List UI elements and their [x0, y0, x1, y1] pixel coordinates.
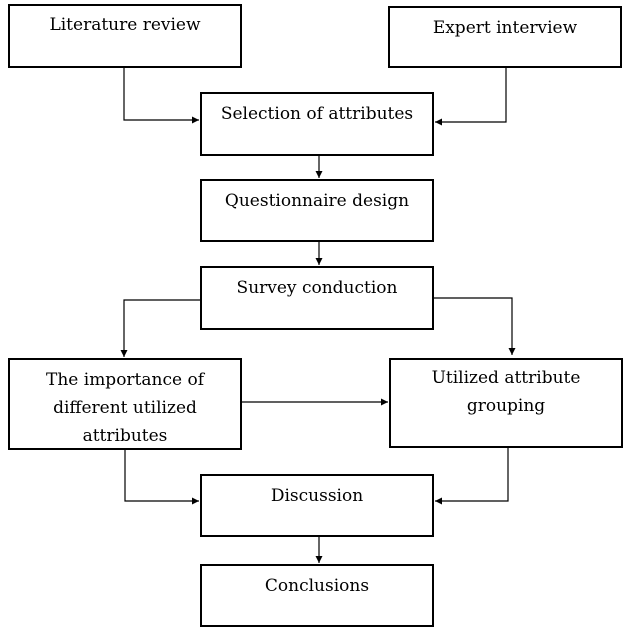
node-conclusions-label: Conclusions [264, 576, 370, 596]
arrow-survey-to-grouping [434, 297, 516, 355]
node-survey-conduction: Survey conduction [200, 266, 434, 330]
node-discussion: Discussion [200, 474, 434, 537]
arrow-literature-to-selection [123, 68, 199, 124]
node-selection-of-attributes: Selection of attributes [200, 92, 434, 156]
node-expert-interview: Expert interview [388, 6, 622, 68]
node-importance-of-attributes-label: The importance of different utilized att… [46, 370, 204, 446]
node-expert-interview-label: Expert interview [432, 18, 578, 38]
node-importance-of-attributes: The importance of different utilized att… [8, 358, 242, 450]
arrow-expert-to-selection [435, 68, 507, 126]
node-attribute-grouping-label: Utilized attribute grouping [431, 368, 581, 416]
node-conclusions: Conclusions [200, 564, 434, 627]
node-literature-review: Literature review [8, 4, 242, 68]
node-attribute-grouping: Utilized attribute grouping [389, 358, 623, 448]
arrow-grouping-to-discussion [435, 448, 509, 505]
arrow-importance-to-discussion [124, 450, 199, 505]
node-questionnaire-design: Questionnaire design [200, 179, 434, 242]
node-discussion-label: Discussion [270, 486, 364, 506]
node-survey-conduction-label: Survey conduction [236, 278, 398, 298]
node-questionnaire-design-label: Questionnaire design [224, 191, 410, 211]
node-selection-of-attributes-label: Selection of attributes [220, 104, 414, 124]
node-literature-review-label: Literature review [49, 15, 201, 35]
arrow-survey-to-importance [120, 299, 200, 357]
